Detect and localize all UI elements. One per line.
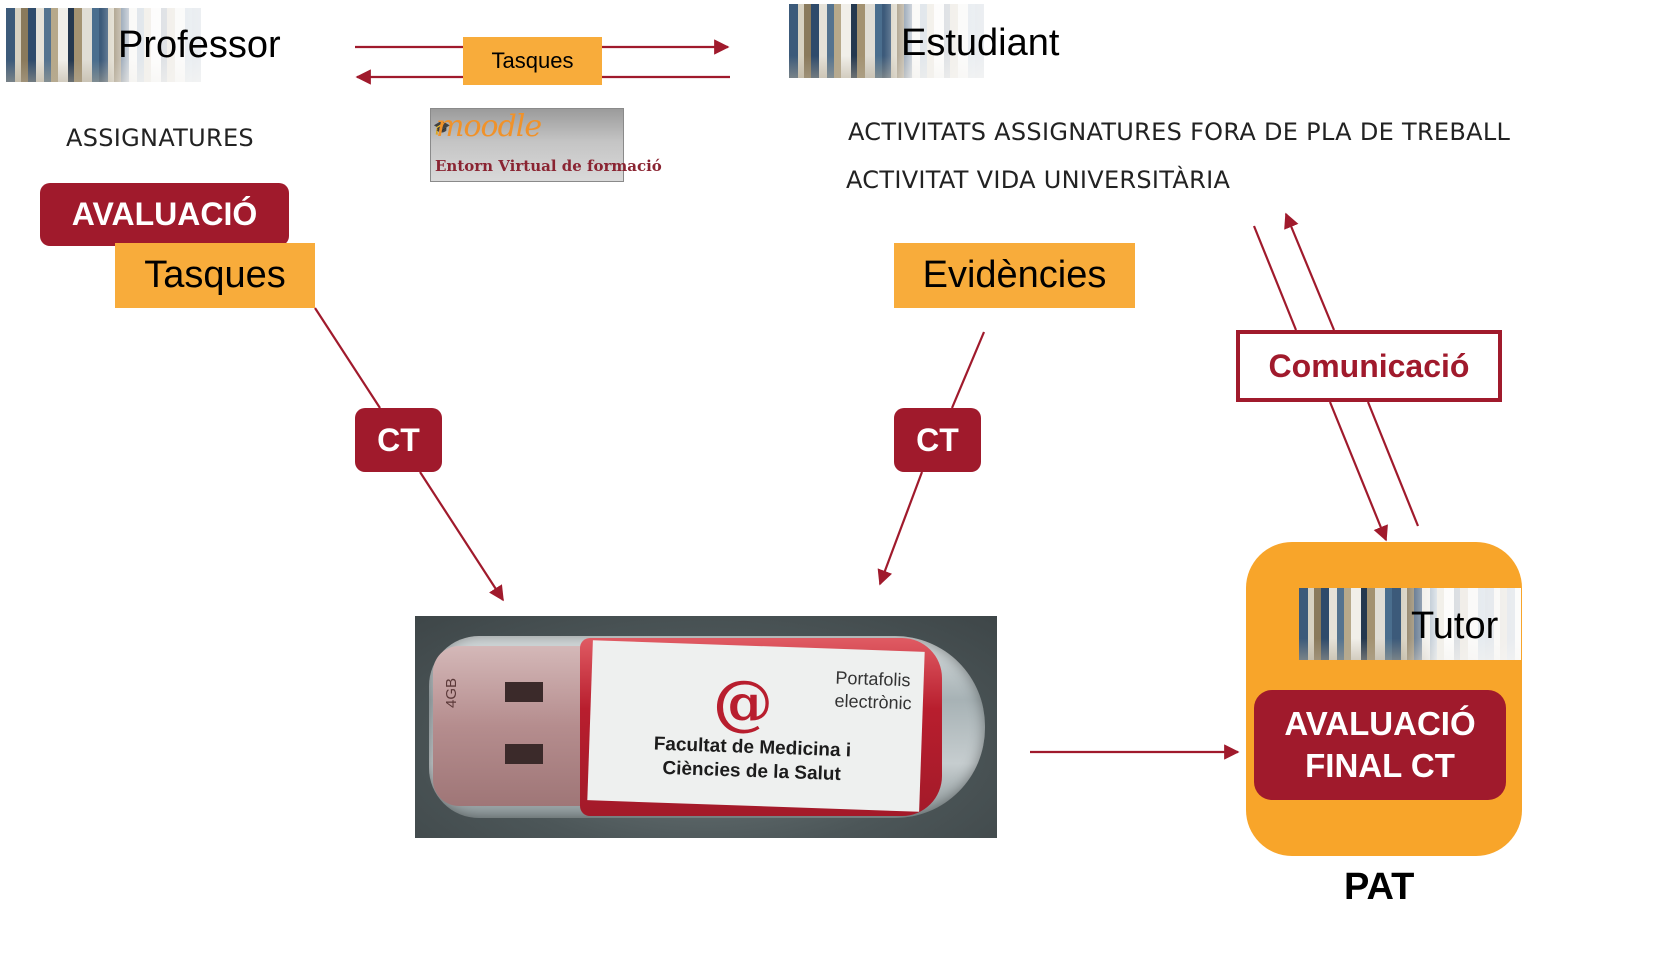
usb-connector — [433, 646, 593, 806]
line-evidencies-to-ct — [950, 331, 986, 409]
ct-right-label: CT — [916, 421, 959, 458]
avaluacio-final-ct-box: AVALUACIÓ FINAL CT — [1254, 690, 1506, 800]
tasques-label: Tasques — [144, 254, 286, 296]
usb-portafolis-text: Portafolis electrònic — [834, 667, 913, 716]
arrow-ct-to-usb-right — [877, 471, 924, 586]
activitats-assignatures: ACTIVITATS ASSIGNATURES FORA DE PLA DE T… — [848, 118, 1511, 146]
professor-bookshelf-image — [6, 8, 201, 82]
line-comm-down-upper — [1252, 225, 1298, 331]
moodle-logo: 🎓 moodle Entorn Virtual de formació — [430, 108, 662, 182]
professor-label: Professor — [118, 24, 281, 66]
top-tasques-box: Tasques — [463, 37, 602, 85]
avaluacio-final-line1: AVALUACIÓ — [1284, 705, 1476, 742]
comunicacio-label: Comunicació — [1268, 347, 1470, 384]
line-tasques-to-ct — [314, 307, 381, 409]
avaluacio-label: AVALUACIÓ — [71, 196, 258, 232]
moodle-logo-text: moodle — [436, 109, 542, 144]
usb-faculty-text: Facultat de Medicina i Ciències de la Sa… — [646, 732, 858, 787]
usb-capacity: 4GB — [443, 677, 460, 708]
assignatures-label: ASSIGNATURES — [66, 124, 254, 152]
arrow-comm-down-lower — [1328, 401, 1388, 542]
usb-portfolio-photo: 4GB @ Portafolis electrònic Facultat de … — [415, 616, 997, 838]
line-comm-up-lower — [1366, 401, 1420, 527]
avaluacio-box: AVALUACIÓ — [40, 183, 289, 246]
usb-slot — [505, 682, 543, 702]
evidencies-box: Evidències — [894, 243, 1135, 308]
ct-left-label: CT — [377, 421, 420, 458]
usb-slot — [505, 744, 543, 764]
arrow-ct-to-usb-left — [419, 471, 504, 602]
avaluacio-final-line2: FINAL CT — [1305, 747, 1455, 784]
tutor-label: Tutor — [1411, 605, 1499, 647]
tutor-bookshelf-image — [1299, 588, 1521, 660]
ct-badge-left: CT — [355, 408, 442, 472]
evidencies-label: Evidències — [922, 254, 1107, 296]
estudiant-bookshelf-image — [789, 4, 984, 78]
pat-label: PAT — [1344, 866, 1415, 908]
moodle-subtitle: Entorn Virtual de formació — [435, 157, 662, 175]
top-tasques-label: Tasques — [491, 48, 574, 73]
arrow-comm-up-upper — [1284, 212, 1336, 331]
ct-badge-right: CT — [894, 408, 981, 472]
estudiant-label: Estudiant — [901, 22, 1060, 64]
comunicacio-box: Comunicació — [1236, 330, 1502, 402]
portafolis-line2: electrònic — [834, 690, 912, 714]
university-seal-icon: @ — [713, 668, 773, 738]
portafolis-line1: Portafolis — [835, 667, 911, 691]
graduation-cap-icon: 🎓 — [433, 119, 451, 135]
activitat-vida-universitaria: ACTIVITAT VIDA UNIVERSITÀRIA — [846, 166, 1231, 194]
tasques-box: Tasques — [115, 243, 315, 308]
